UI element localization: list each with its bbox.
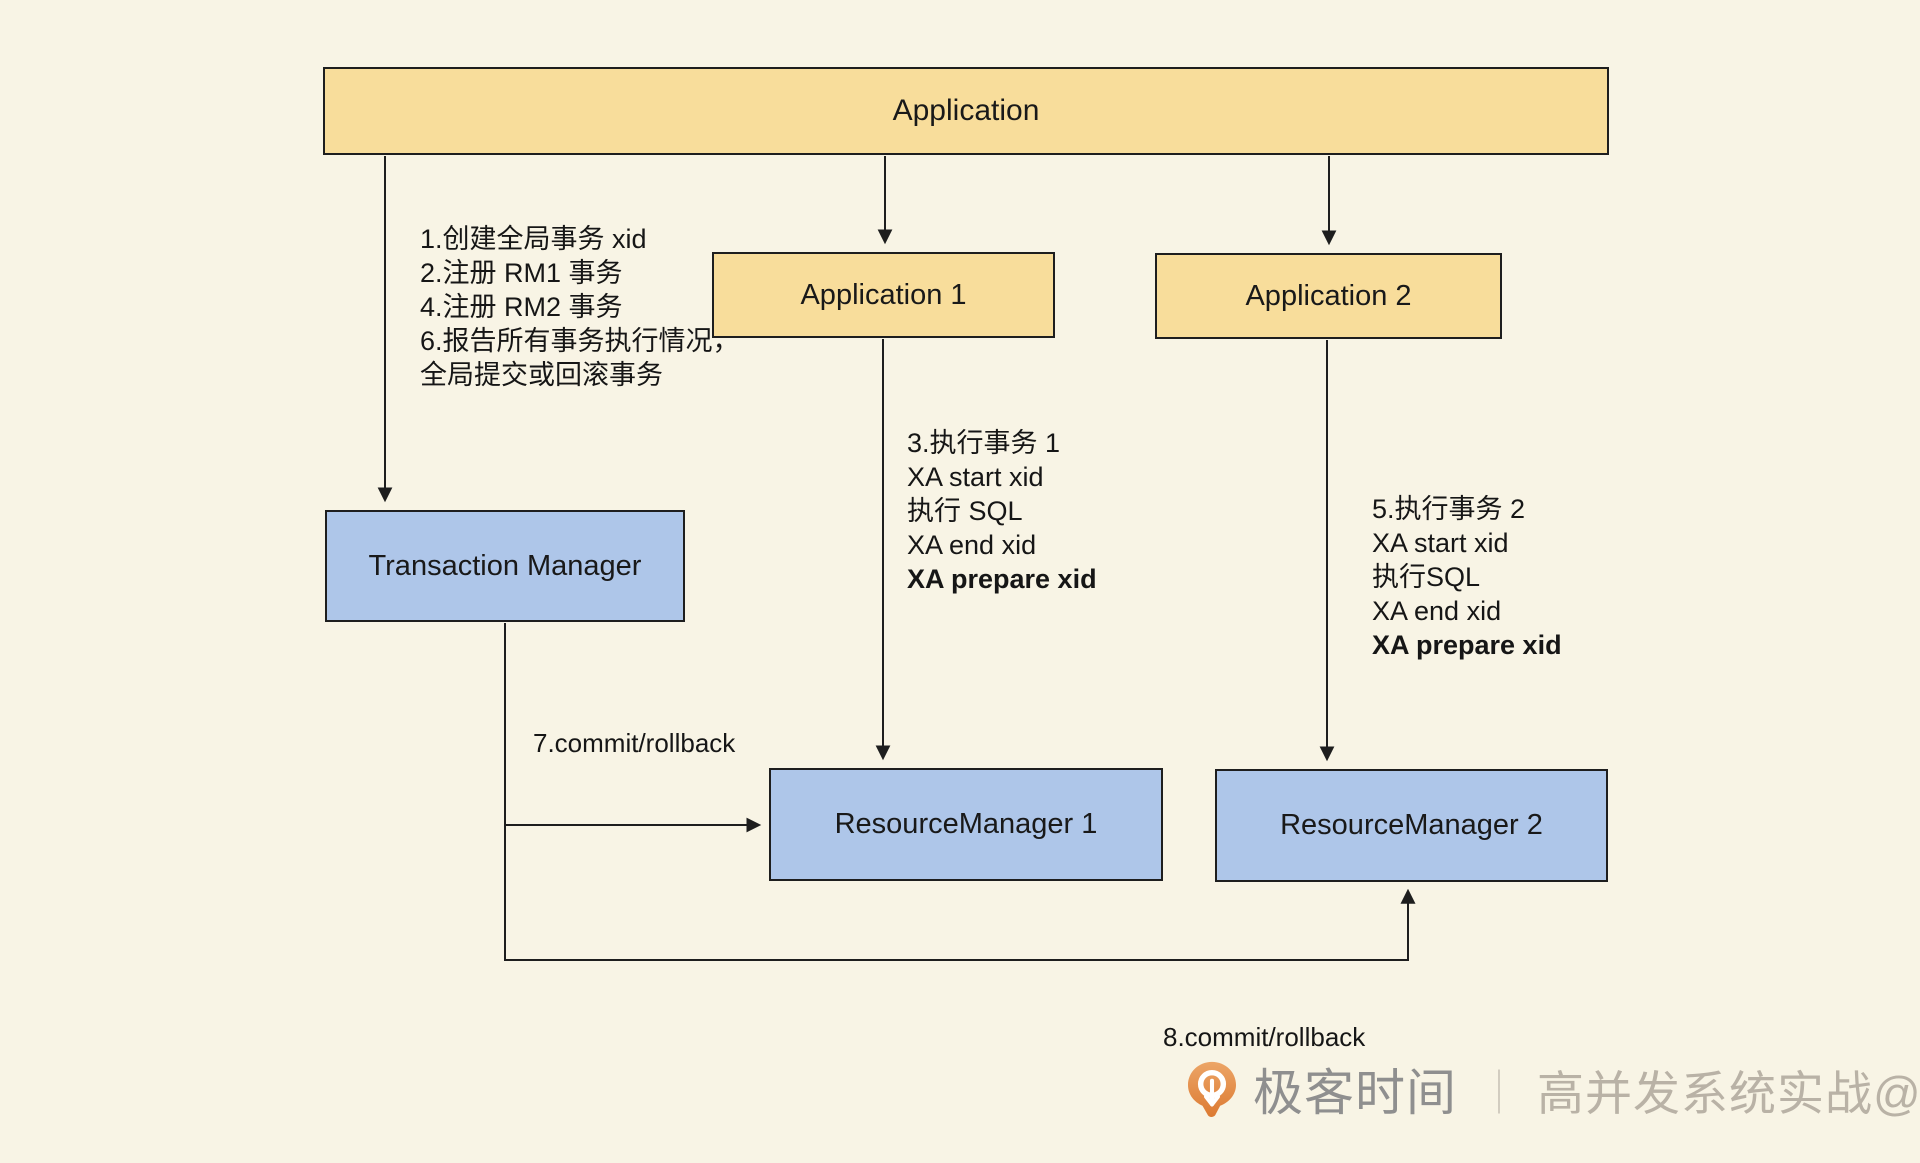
annotation-line: 6.报告所有事务执行情况， xyxy=(420,326,740,356)
annotation-line: XA end xid xyxy=(907,530,1037,560)
watermark-text: 高并发系统实战@蓝天 xyxy=(1537,1066,1920,1120)
annotation-line: XA prepare xid xyxy=(907,564,1097,594)
node-resource-manager-2: ResourceManager 2 xyxy=(1215,769,1608,882)
node-resource-manager-2-label: ResourceManager 2 xyxy=(1280,809,1543,841)
node-application-1-label: Application 1 xyxy=(800,278,967,311)
node-resource-manager-1-label: ResourceManager 1 xyxy=(834,808,1098,840)
node-application-2-label: Application 2 xyxy=(1245,279,1412,312)
brand-text: 极客时间 xyxy=(1253,1065,1457,1121)
node-application: Application xyxy=(323,67,1609,155)
node-application-label: Application xyxy=(892,94,1040,127)
annotation-line: 5.执行事务 2 xyxy=(1372,494,1526,524)
annotation-line: XA prepare xid xyxy=(1372,630,1562,660)
separator-bar: ｜ xyxy=(1477,1069,1521,1118)
annotation-line: 执行SQL xyxy=(1372,562,1481,592)
annotation-line: 4.注册 RM2 事务 xyxy=(420,292,623,322)
edge-label-commit-rollback-2: 8.commit/rollback xyxy=(1163,1022,1366,1052)
node-resource-manager-1: ResourceManager 1 xyxy=(769,768,1163,881)
node-transaction-manager-label: Transaction Manager xyxy=(368,549,642,582)
annotation-line: 1.创建全局事务 xid xyxy=(420,224,647,254)
node-application-2: Application 2 xyxy=(1155,253,1502,339)
edge-tm-to-rm2 xyxy=(504,825,1416,961)
node-transaction-manager: Transaction Manager xyxy=(325,510,685,622)
annotation-line: 3.执行事务 1 xyxy=(907,428,1061,458)
annotation-tm-steps: 1.创建全局事务 xid 2.注册 RM1 事务 4.注册 RM2 事务 6.报… xyxy=(420,222,740,392)
edge-label-commit-rollback-1: 7.commit/rollback xyxy=(533,728,736,758)
node-application-1: Application 1 xyxy=(712,252,1055,338)
geektime-logo-icon xyxy=(1187,1061,1237,1117)
annotation-rm2-steps: 5.执行事务 2 XA start xid 执行SQL XA end xid X… xyxy=(1372,492,1562,662)
annotation-line: 执行 SQL xyxy=(907,496,1023,526)
annotation-line: XA start xid xyxy=(907,462,1044,492)
annotation-rm1-steps: 3.执行事务 1 XA start xid 执行 SQL XA end xid … xyxy=(907,426,1097,596)
edge-tm-to-rm1 xyxy=(504,623,762,833)
watermark-footer: 极客时间 ｜ 高并发系统实战@蓝天 xyxy=(1183,1058,1920,1121)
annotation-line: XA start xid xyxy=(1372,528,1509,558)
annotation-line: XA end xid xyxy=(1372,596,1502,626)
annotation-line: 2.注册 RM1 事务 xyxy=(420,258,623,288)
annotation-line: 全局提交或回滚事务 xyxy=(420,360,663,390)
